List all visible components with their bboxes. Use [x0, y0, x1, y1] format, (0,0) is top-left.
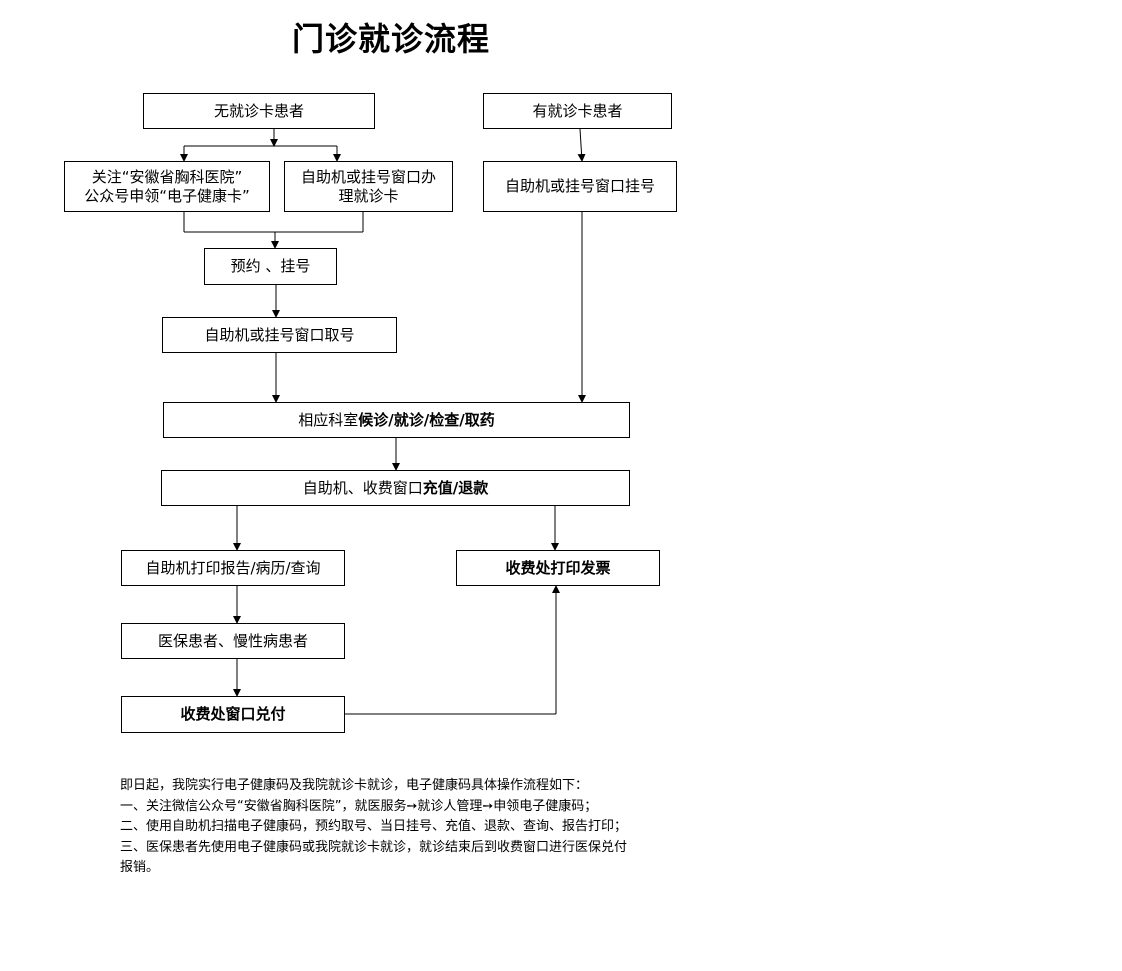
- node-kiosk-register: 自助机或挂号窗口挂号: [483, 161, 677, 212]
- node-print-report-label: 自助机打印报告/病历/查询: [145, 558, 321, 577]
- node-cashier-settle-label: 收费处窗口兑付: [180, 705, 286, 723]
- node-print-report: 自助机打印报告/病历/查询: [121, 550, 345, 586]
- node-has-card-label: 有就诊卡患者: [532, 101, 623, 120]
- node-follow-wechat: 关注“安徽省胸科医院” 公众号申领“电子健康卡”: [64, 161, 270, 212]
- notes-line: 三、医保患者先使用电子健康码或我院就诊卡就诊，就诊结束后到收费窗口进行医保兑付: [120, 839, 628, 855]
- node-insurance-label: 医保患者、慢性病患者: [157, 631, 308, 650]
- node-follow-wechat-line1: 关注“安徽省胸科医院”: [91, 167, 243, 186]
- notes-line: 一、关注微信公众号“安徽省胸科医院”，就医服务➙就诊人管理➙申领电子健康码；: [120, 798, 598, 814]
- node-print-invoice-label: 收费处打印发票: [505, 558, 611, 577]
- node-recharge-prefix: 自助机、收费窗口: [302, 478, 423, 497]
- notes-line: 即日起，我院实行电子健康码及我院就诊卡就诊，电子健康码具体操作流程如下：: [120, 778, 589, 793]
- node-insurance: 医保患者、慢性病患者: [121, 623, 345, 659]
- node-recharge-bold: 充值/退款: [422, 478, 489, 497]
- node-appointment: 预约 、挂号: [204, 248, 337, 285]
- notes-line: 报销。: [120, 860, 160, 875]
- notes-line: 二、使用自助机扫描电子健康码，预约取号、当日挂号、充值、退款、查询、报告打印；: [120, 819, 628, 834]
- node-follow-wechat-line2: 公众号申领“电子健康卡”: [84, 186, 250, 205]
- node-department: 相应科室候诊/就诊/检查/取药: [163, 402, 630, 438]
- node-appointment-label: 预约 、挂号: [230, 257, 311, 275]
- node-kiosk-card: 自助机或挂号窗口办 理就诊卡: [284, 161, 453, 212]
- instructions-notes: 即日起，我院实行电子健康码及我院就诊卡就诊，电子健康码具体操作流程如下： 一、关…: [120, 776, 680, 879]
- node-no-card: 无就诊卡患者: [143, 93, 375, 129]
- page-title: 门诊就诊流程: [292, 20, 491, 58]
- node-recharge: 自助机、收费窗口充值/退款: [161, 470, 630, 506]
- node-department-prefix: 相应科室: [298, 410, 359, 429]
- node-kiosk-card-line1: 自助机或挂号窗口办: [300, 167, 436, 186]
- node-print-invoice: 收费处打印发票: [456, 550, 660, 586]
- node-kiosk-ticket: 自助机或挂号窗口取号: [162, 317, 397, 353]
- node-no-card-label: 无就诊卡患者: [213, 101, 304, 120]
- node-kiosk-ticket-label: 自助机或挂号窗口取号: [204, 325, 355, 344]
- node-department-bold: 候诊/就诊/检查/取药: [358, 410, 495, 429]
- node-kiosk-card-line2: 理就诊卡: [338, 186, 399, 205]
- node-kiosk-register-label: 自助机或挂号窗口挂号: [504, 177, 655, 195]
- node-has-card: 有就诊卡患者: [483, 93, 672, 129]
- node-cashier-settle: 收费处窗口兑付: [121, 696, 345, 733]
